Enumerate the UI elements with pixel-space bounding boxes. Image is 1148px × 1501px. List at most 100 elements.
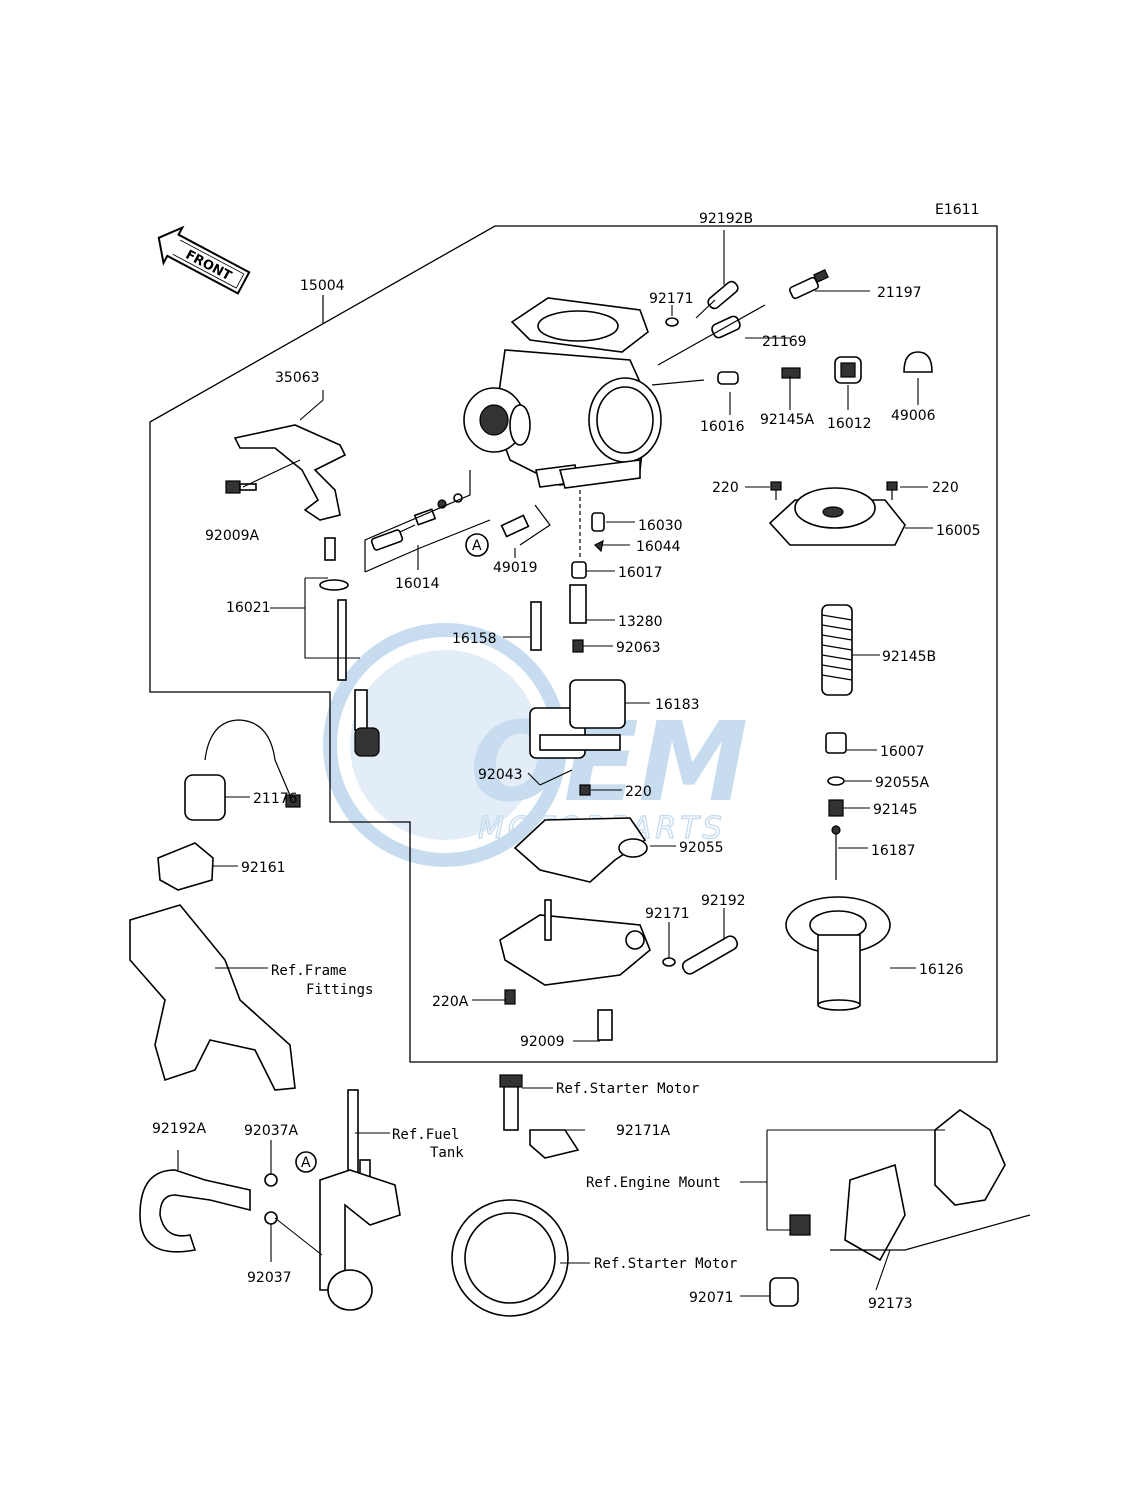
cover-92161 [157,842,214,891]
label-92055A: 92055A [875,775,930,791]
label-92145A: 92145A [760,412,815,428]
label-16030: 16030 [638,518,683,534]
marker-A-bottom [295,1151,317,1173]
spring-92145A [781,367,801,379]
label-92071: 92071 [689,1290,734,1306]
cap-49006 [903,351,933,373]
label-92192B: 92192B [699,211,753,227]
label-92192: 92192 [701,893,746,909]
grommet-92071 [769,1277,799,1307]
front-arrow-icon: FRONT [157,225,251,295]
label-220-c: 220 [625,784,652,800]
label-13280: 13280 [618,614,663,630]
label-220-b: 220 [932,480,959,496]
diagram-id: E1611 [935,202,979,218]
screw-92009A [225,480,257,494]
screw-92009 [597,1009,613,1041]
label-92037A: 92037A [244,1123,299,1139]
reference-labels: Ref.Frame Fittings Ref.Starter Motor Ref… [271,963,737,1272]
label-92192A: 92192A [152,1121,207,1137]
label-49019: 49019 [493,560,538,576]
label-16044: 16044 [636,539,681,555]
label-92043: 92043 [478,767,523,783]
cover-16005 [768,487,906,546]
starter-cover [451,1074,580,1317]
float-16183 [529,679,626,759]
marker-A-bottom-label: A [301,1155,311,1171]
label-92055: 92055 [679,840,724,856]
engine-mount [789,1109,1031,1262]
label-49006: 49006 [891,408,936,424]
part-16007 [825,732,847,754]
part-16016 [717,371,739,385]
ref-starter-bottom: Ref.Starter Motor [594,1256,737,1272]
label-92063: 92063 [616,640,661,656]
label-92009: 92009 [520,1034,565,1050]
label-21169: 21169 [762,334,807,350]
jet-16017 [571,561,587,579]
screw-220-a [770,481,782,500]
ref-frame-line2: Fittings [306,982,373,998]
label-16158: 16158 [452,631,497,647]
label-220A: 220A [432,994,469,1010]
piston-16126 [785,896,891,1011]
label-16016: 16016 [700,419,745,435]
screw-220-c [579,784,591,796]
frame-fittings [129,904,296,1091]
label-92171A: 92171A [616,1123,671,1139]
label-35063: 35063 [275,370,320,386]
label-92171-mid: 92171 [645,906,690,922]
label-92009A: 92009A [205,528,260,544]
ref-fuel-line1: Ref.Fuel [392,1127,459,1143]
hose-92192A [139,1169,251,1253]
spring-92145B [821,604,853,696]
wire-connector-21176 [184,719,301,821]
label-16183: 16183 [655,697,700,713]
label-92037: 92037 [247,1270,292,1286]
assembly-frame [149,225,998,1063]
marker-A-top [465,533,489,557]
carburetor-body [463,297,662,489]
clamp-92171-mid [662,957,676,967]
label-16014: 16014 [395,576,440,592]
cap-16012 [834,356,862,384]
label-92171-top: 92171 [649,291,694,307]
choke-plunger-16021 [319,537,380,757]
label-92145B: 92145B [882,649,936,665]
fuel-cock [319,1089,401,1311]
fitting-21197 [788,269,829,300]
screw-220-b [886,481,898,500]
pilot-screw-16014 [370,493,463,551]
jet-16030 [591,512,605,532]
part-labels: 15004 35063 92009A 16021 16014 49019 921… [152,211,981,1312]
clamp-92037A [264,1173,278,1187]
hose-92192 [681,935,739,975]
label-21176: 21176 [253,791,298,807]
label-15004: 15004 [300,278,345,294]
label-16012: 16012 [827,416,872,432]
needle-jet-13280 [569,584,587,624]
jet-16158 [530,601,542,651]
float-bowl [499,899,651,986]
pin-92043 [539,769,573,786]
bracket-35063 [233,424,347,521]
label-16021: 16021 [226,600,271,616]
label-16017: 16017 [618,565,663,581]
label-92145: 92145 [873,802,918,818]
label-21197: 21197 [877,285,922,301]
part-16044 [593,539,604,553]
hose-92192B [695,280,739,319]
spring-92145 [828,799,844,817]
jet-92063 [572,639,584,653]
ref-engine-mount: Ref.Engine Mount [586,1175,721,1191]
label-220-a: 220 [712,480,739,496]
label-16007: 16007 [880,744,925,760]
label-92161: 92161 [241,860,286,876]
screw-220A [504,989,516,1005]
ref-fuel-line2: Tank [430,1145,464,1161]
clamp-92171-top [665,317,679,327]
ref-starter-top: Ref.Starter Motor [556,1081,699,1097]
label-16187: 16187 [871,843,916,859]
marker-A-top-label: A [472,538,482,554]
